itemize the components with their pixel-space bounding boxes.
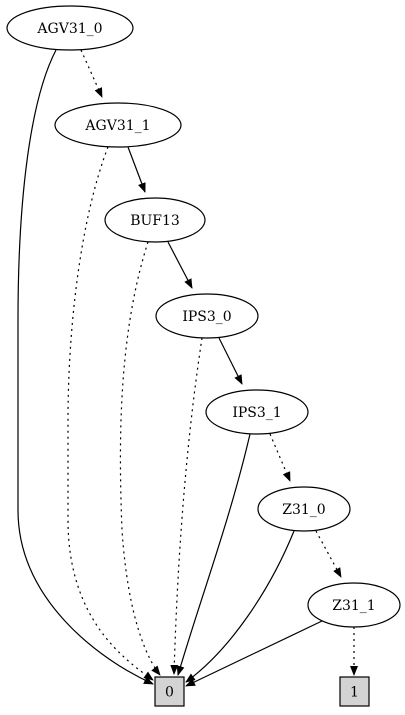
node-label: BUF13 bbox=[130, 213, 180, 229]
node-label: AGV31_0 bbox=[36, 21, 102, 37]
node-t1: 1 bbox=[339, 676, 370, 707]
node-buf13: BUF13 bbox=[104, 197, 206, 243]
edge-agv31-1-to-t0 bbox=[67, 146, 154, 681]
edges bbox=[17, 49, 358, 687]
node-ellipse bbox=[54, 102, 182, 148]
edge-z31-0-to-z31-1 bbox=[315, 530, 342, 578]
edge-agv31-0-to-agv31-1 bbox=[80, 49, 103, 98]
node-ellipse bbox=[257, 486, 351, 532]
edge-z31-1-to-t0 bbox=[185, 620, 323, 687]
edge-z31-0-to-t0 bbox=[185, 530, 295, 683]
node-ellipse bbox=[307, 582, 401, 628]
node-agv31-0: AGV31_0 bbox=[6, 5, 134, 51]
edge-ips3-0-to-ips3-1 bbox=[218, 337, 243, 385]
edge-ips3-0-to-t0 bbox=[170, 337, 203, 675]
node-ellipse bbox=[155, 293, 259, 339]
edge-ips3-1-to-z31-0 bbox=[269, 433, 291, 482]
edge-buf13-to-ips3-0 bbox=[167, 241, 193, 289]
node-agv31-1: AGV31_1 bbox=[54, 102, 182, 148]
terminal-box bbox=[154, 676, 185, 707]
node-label: 0 bbox=[165, 685, 174, 701]
node-label: IPS3_0 bbox=[182, 309, 231, 325]
node-ellipse bbox=[6, 5, 134, 51]
node-ellipse bbox=[205, 389, 309, 435]
node-label: IPS3_1 bbox=[232, 405, 281, 421]
node-label: AGV31_1 bbox=[84, 118, 150, 134]
terminal-box bbox=[339, 676, 370, 707]
node-z31-0: Z31_0 bbox=[257, 486, 351, 532]
node-z31-1: Z31_1 bbox=[307, 582, 401, 628]
edge-agv31-1-to-buf13 bbox=[127, 146, 146, 193]
node-label: Z31_1 bbox=[332, 598, 375, 614]
node-ips3-1: IPS3_1 bbox=[205, 389, 309, 435]
nodes: AGV31_0AGV31_1BUF13IPS3_0IPS3_1Z31_0Z31_… bbox=[6, 5, 401, 707]
node-label: 1 bbox=[350, 685, 359, 701]
edge-ips3-1-to-t0 bbox=[176, 433, 251, 676]
edge-agv31-0-to-t0 bbox=[17, 49, 154, 685]
edge-buf13-to-t0 bbox=[119, 241, 161, 676]
node-ips3-0: IPS3_0 bbox=[155, 293, 259, 339]
node-t0: 0 bbox=[154, 676, 185, 707]
node-ellipse bbox=[104, 197, 206, 243]
node-label: Z31_0 bbox=[282, 502, 325, 518]
